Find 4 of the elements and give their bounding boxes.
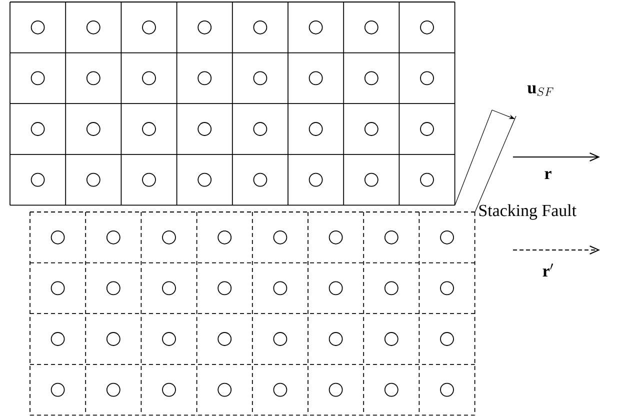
vector-label: $\mathbf{r}'$ xyxy=(542,264,553,276)
fault-label: Stacking Fault xyxy=(479,204,576,220)
vector-label: $\mathbf{r}$ xyxy=(544,171,552,179)
vector-label: $\mathbf{u}_{SF}$ xyxy=(527,85,554,96)
